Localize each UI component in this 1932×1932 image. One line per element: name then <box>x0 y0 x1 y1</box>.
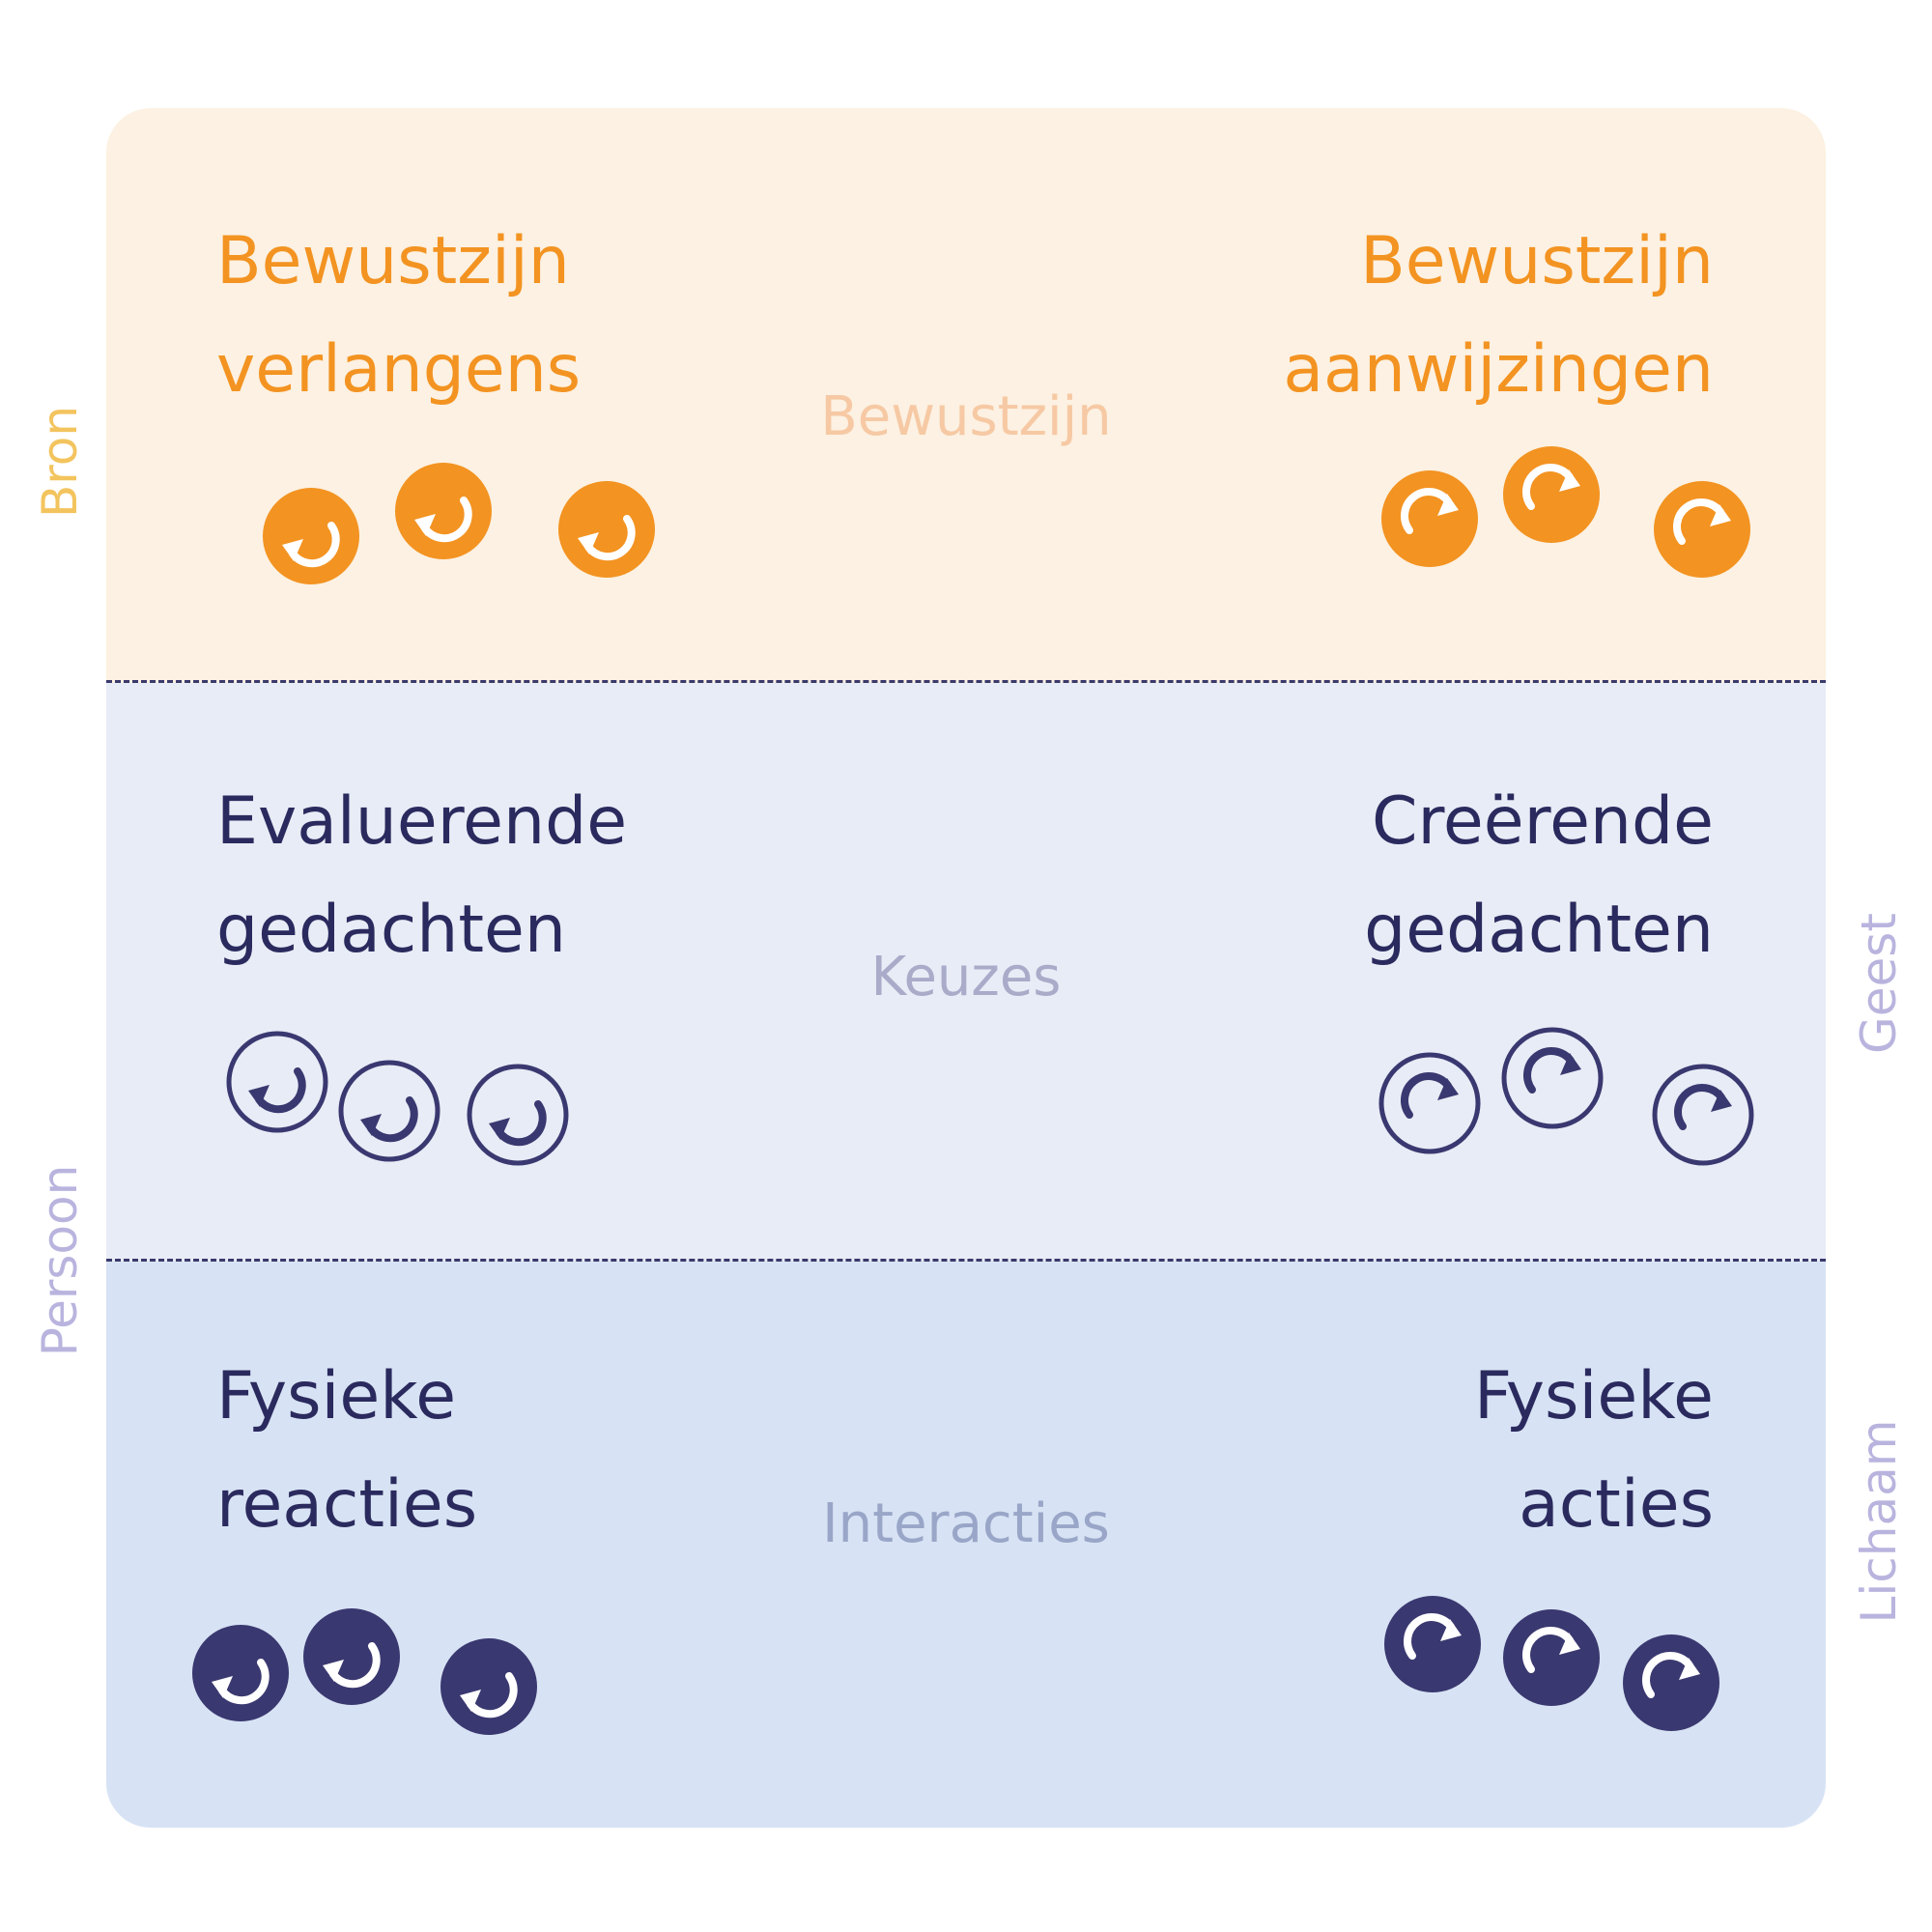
title-line: Fysieke <box>216 1358 457 1435</box>
diagram-board <box>106 108 1826 1828</box>
side-label-bron: Bron <box>32 405 88 519</box>
title-line: verlangens <box>216 331 582 408</box>
clockwise-arrow-icon <box>1503 1609 1600 1706</box>
side-label-persoon: Persoon <box>32 1164 88 1357</box>
title-bewustzijn-verlangens: Bewustzijn verlangens <box>216 208 581 424</box>
clockwise-arrow-icon <box>1652 1064 1754 1166</box>
title-line: reacties <box>216 1466 478 1543</box>
side-label-lichaam: Lichaam <box>1851 1419 1907 1624</box>
counter-clockwise-arrow-icon <box>192 1625 289 1721</box>
center-label-keuzes: Keuzes <box>870 946 1062 1009</box>
band-bewustzijn <box>106 108 1826 683</box>
counter-clockwise-arrow-icon <box>558 481 655 578</box>
title-line: Fysieke <box>1473 1358 1714 1435</box>
center-label-interacties: Interacties <box>822 1492 1110 1555</box>
title-line: Bewustzijn <box>216 223 570 299</box>
title-bewustzijn-aanwijzingen: Bewustzijn aanwijzingen <box>1283 208 1714 424</box>
title-fysieke-acties: Fysieke acties <box>1474 1343 1714 1559</box>
side-label-geest: Geest <box>1851 913 1907 1054</box>
counter-clockwise-arrow-icon <box>467 1064 569 1166</box>
center-label-bewustzijn: Bewustzijn <box>820 385 1112 448</box>
clockwise-arrow-icon <box>1378 1052 1481 1154</box>
counter-clockwise-arrow-icon <box>226 1031 328 1133</box>
clockwise-arrow-icon <box>1501 1027 1604 1129</box>
counter-clockwise-arrow-icon <box>440 1638 537 1735</box>
clockwise-arrow-icon <box>1503 446 1600 543</box>
title-creerende-gedachten: Creërende gedachten <box>1364 768 1714 984</box>
band-keuzes <box>106 683 1826 1262</box>
clockwise-arrow-icon <box>1381 470 1478 567</box>
title-line: gedachten <box>216 892 566 968</box>
title-line: acties <box>1519 1466 1714 1543</box>
counter-clockwise-arrow-icon <box>395 463 492 559</box>
title-line: Bewustzijn <box>1360 223 1714 299</box>
counter-clockwise-arrow-icon <box>263 488 359 584</box>
clockwise-arrow-icon <box>1654 481 1750 578</box>
title-line: Evaluerende <box>216 783 628 860</box>
title-line: gedachten <box>1364 892 1714 968</box>
title-evaluerende-gedachten: Evaluerende gedachten <box>216 768 627 984</box>
clockwise-arrow-icon <box>1623 1634 1719 1731</box>
band-interacties <box>106 1262 1826 1828</box>
clockwise-arrow-icon <box>1384 1596 1481 1692</box>
counter-clockwise-arrow-icon <box>303 1608 400 1705</box>
title-line: Creërende <box>1371 783 1714 860</box>
counter-clockwise-arrow-icon <box>338 1060 440 1162</box>
title-fysieke-reacties: Fysieke reacties <box>216 1343 477 1559</box>
title-line: aanwijzingen <box>1283 331 1714 408</box>
